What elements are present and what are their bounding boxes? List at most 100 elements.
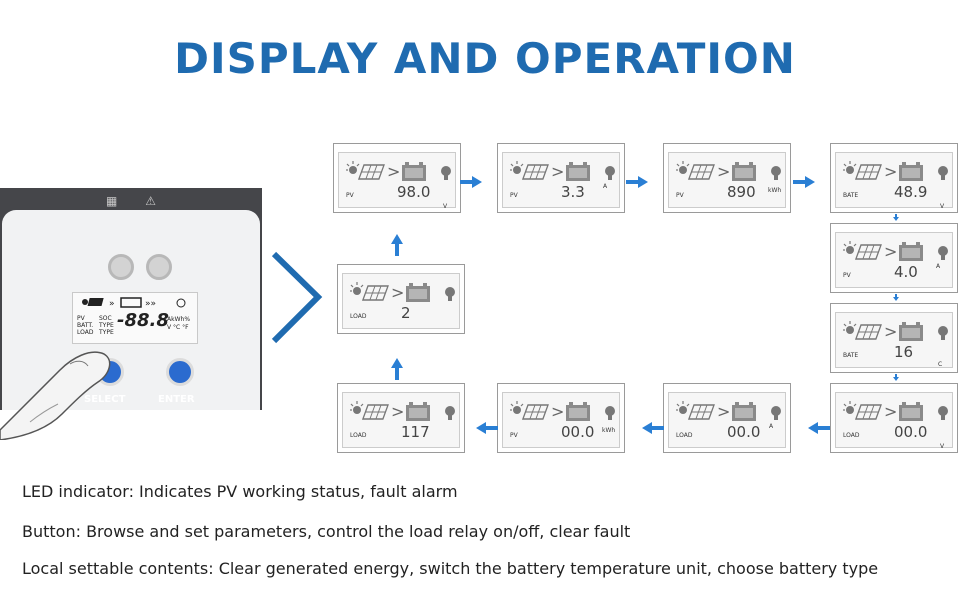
battery-icon — [732, 402, 756, 421]
flow-arrow-r — [626, 176, 648, 188]
device-face: » »» PV BATT. LOAD SOC TYPE TYPE -88.8 A… — [2, 210, 260, 410]
lcd-units-1: AkWh% — [167, 316, 191, 323]
lcd-label-pv: PV — [77, 315, 85, 322]
page-title: DISPLAY AND OPERATION — [174, 34, 796, 83]
battery-icon — [566, 402, 590, 421]
sun-icon — [843, 241, 857, 254]
svg-text:»»: »» — [145, 299, 156, 309]
bulb-icon — [605, 166, 615, 180]
screen-value: 00.0 — [727, 423, 761, 441]
flow-arrow-r — [793, 176, 815, 188]
battery-icon — [406, 402, 430, 421]
bulb-icon — [441, 166, 451, 180]
bulb-icon — [938, 166, 948, 180]
select-label: SELECT — [84, 394, 126, 405]
sun-icon — [510, 161, 524, 174]
screen-unit: V — [940, 443, 945, 450]
svg-text:>: > — [884, 242, 897, 261]
screen-value: 117 — [401, 423, 430, 441]
solar-panel-icon — [854, 324, 882, 340]
lcd-label-soc: SOC — [99, 315, 112, 322]
screen-unit: C — [938, 361, 943, 368]
local-settings-info-text: Local settable contents: Clear generated… — [22, 559, 879, 578]
lcd-label-type-2: TYPE — [99, 329, 114, 336]
screen-label: BATE — [843, 192, 859, 199]
svg-text:>: > — [551, 162, 564, 181]
flow-arrow-l — [476, 422, 498, 434]
lcd-icons: » »» — [82, 297, 186, 309]
screen-unit: kWh — [768, 187, 782, 194]
solar-panel-icon — [521, 164, 549, 180]
screen-label: PV — [510, 432, 518, 439]
svg-text:>: > — [551, 402, 564, 421]
sun-icon — [346, 161, 360, 174]
screen-value: 16 — [894, 343, 914, 361]
svg-text:>: > — [884, 402, 897, 421]
screen-unit: A — [936, 263, 941, 270]
enter-button[interactable] — [166, 358, 194, 386]
bulb-icon — [938, 246, 948, 260]
screen-label: PV — [510, 192, 518, 199]
bulb-icon — [938, 326, 948, 340]
screen-unit: kWh — [602, 427, 616, 434]
svg-text:>: > — [717, 402, 730, 421]
finger-illustration — [0, 351, 111, 440]
battery-icon — [406, 283, 430, 302]
lcd-value: -88.8 — [117, 310, 169, 331]
screen-value: 00.0 — [894, 423, 928, 441]
solar-panel-icon: ▦ — [106, 194, 118, 208]
button-info-text: Button: Browse and set parameters, contr… — [22, 522, 631, 541]
solar-panel-icon — [361, 285, 389, 301]
screen-unit: V — [443, 203, 448, 210]
bulb-icon — [605, 406, 615, 420]
battery-icon — [899, 162, 923, 181]
sun-icon — [676, 161, 690, 174]
solar-panel-icon — [854, 244, 882, 260]
sun-icon — [843, 321, 857, 334]
battery-icon — [566, 162, 590, 181]
lcd-label-type-1: TYPE — [99, 322, 114, 329]
bulb-icon — [445, 406, 455, 420]
lcd-label-batt: BATT. — [77, 322, 94, 329]
screen-value: 4.0 — [894, 263, 918, 281]
solar-panel-icon — [361, 404, 389, 420]
bulb-icon — [938, 406, 948, 420]
controller-device: ▦ ⚠ » »» PV BATT. LOAD SOC TYPE TYPE — [0, 188, 262, 410]
solar-panel-icon — [357, 164, 385, 180]
screen-label: LOAD — [350, 432, 367, 439]
battery-icon — [899, 322, 923, 341]
bulb-icon — [445, 287, 455, 301]
svg-text:»: » — [109, 299, 115, 309]
enter-label: ENTER — [158, 394, 195, 405]
sun-icon — [510, 401, 524, 414]
led-indicator-right — [146, 254, 172, 280]
solar-panel-icon — [687, 404, 715, 420]
screen-value: 2 — [401, 304, 411, 322]
sun-icon — [350, 401, 364, 414]
display-screen-p10: > LOAD 117 — [337, 383, 465, 453]
screen-unit: V — [940, 203, 945, 210]
screen-label: LOAD — [843, 432, 860, 439]
battery-icon — [899, 242, 923, 261]
flow-arrow-d — [893, 374, 899, 381]
warning-icon: ⚠ — [145, 194, 156, 208]
sun-icon — [843, 161, 857, 174]
flow-arrow-l — [808, 422, 830, 434]
screen-label: BATE — [843, 352, 859, 359]
svg-text:>: > — [717, 162, 730, 181]
bulb-icon — [771, 406, 781, 420]
lcd-units-2: V °C °F — [167, 324, 189, 331]
screen-label: LOAD — [676, 432, 693, 439]
solar-panel-icon — [854, 404, 882, 420]
svg-text:>: > — [391, 402, 404, 421]
screen-value: 890 — [727, 183, 756, 201]
screen-label: PV — [346, 192, 354, 199]
